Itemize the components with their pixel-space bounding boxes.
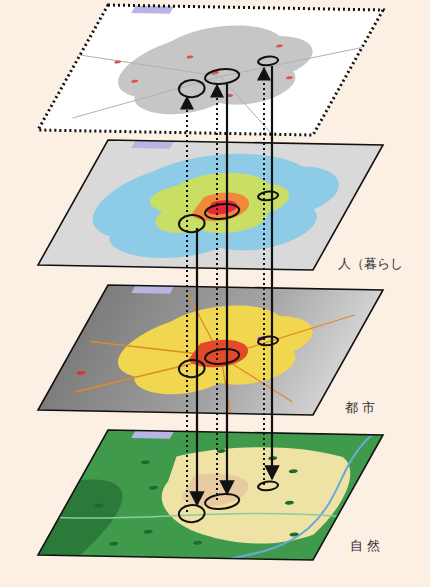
sea-patch [131, 6, 174, 14]
layer-ground [38, 5, 383, 135]
solid-down-arrow [271, 66, 273, 479]
population-high [188, 192, 256, 222]
people-layer [38, 140, 383, 270]
overlay-arrows [187, 66, 272, 512]
layer-label: 自 然 [350, 538, 380, 554]
dotted-up-arrow [216, 85, 218, 500]
overlay-layer [38, 5, 383, 135]
city-layer [38, 285, 383, 415]
city-roads [52, 292, 366, 415]
dotted-up-arrow [186, 97, 188, 512]
nature-layer [38, 430, 383, 560]
city-area [99, 304, 328, 396]
layer-label: 都 市 [345, 400, 375, 416]
urban-area [99, 24, 328, 116]
layer-ground [38, 285, 383, 415]
solid-down-arrow [196, 228, 198, 505]
layer-outline [38, 285, 383, 415]
green-dots [72, 447, 345, 549]
layer-outline [38, 140, 383, 270]
solid-down-arrow [226, 84, 228, 494]
city-core [184, 339, 255, 368]
layer-ground [38, 430, 383, 560]
population-area [70, 152, 357, 261]
layer-outline [38, 430, 383, 560]
roads [38, 43, 362, 136]
red-dots [96, 42, 311, 98]
layer-ground [38, 140, 383, 270]
layer-label: 人（暮らし [338, 256, 403, 272]
dotted-up-arrow [263, 68, 265, 485]
focus-marks [168, 480, 280, 525]
layer-outline [38, 5, 383, 135]
